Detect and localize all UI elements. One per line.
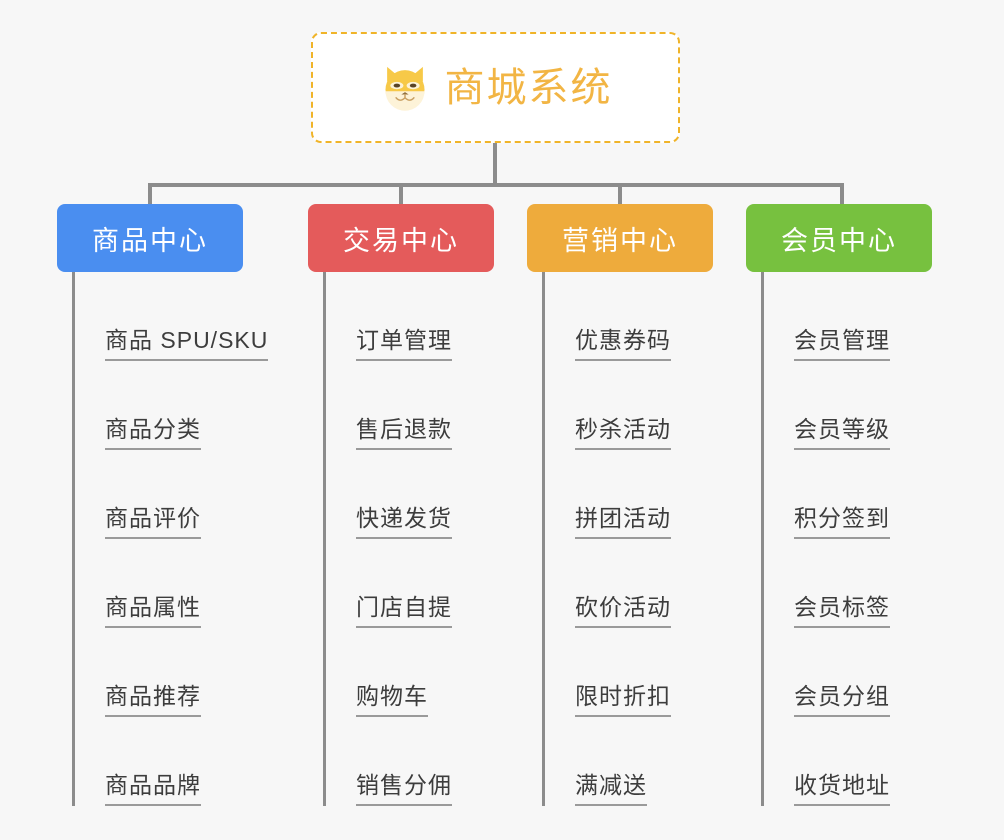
leaf-label: 会员管理 (794, 327, 890, 361)
leaf-item[interactable]: 会员标签 (764, 539, 932, 628)
leaf-label: 会员等级 (794, 416, 890, 450)
branch-label-3: 会员中心 (781, 225, 897, 256)
connector-drop-4 (840, 183, 844, 206)
leaf-label: 商品品牌 (105, 772, 201, 806)
branch-column-商品中心: 商品中心 商品 SPU/SKU 商品分类 商品评价 商品属性 商品推荐 商品品牌 (57, 204, 269, 806)
branch-label-1: 交易中心 (343, 225, 459, 256)
leaf-item[interactable]: 砍价活动 (545, 539, 713, 628)
leaf-item[interactable]: 商品品牌 (75, 717, 268, 806)
leaf-label: 收货地址 (794, 772, 890, 806)
leaf-label: 销售分佣 (356, 772, 452, 806)
leaf-label: 门店自提 (356, 594, 452, 628)
leaf-label: 拼团活动 (575, 505, 671, 539)
leaf-item[interactable]: 秒杀活动 (545, 361, 713, 450)
leaf-label: 优惠券码 (575, 327, 671, 361)
leaf-item[interactable]: 商品推荐 (75, 628, 268, 717)
connector-drop-1 (148, 183, 152, 206)
branch-leaf-list-3: 会员管理 会员等级 积分签到 会员标签 会员分组 收货地址 (761, 272, 932, 806)
leaf-label: 商品评价 (105, 505, 201, 539)
leaf-label: 会员标签 (794, 594, 890, 628)
leaf-item[interactable]: 商品属性 (75, 539, 268, 628)
leaf-label: 秒杀活动 (575, 416, 671, 450)
branch-column-会员中心: 会员中心 会员管理 会员等级 积分签到 会员标签 会员分组 收货地址 (746, 204, 932, 806)
branch-column-交易中心: 交易中心 订单管理 售后退款 快递发货 门店自提 购物车 销售分佣 (308, 204, 494, 806)
leaf-item[interactable]: 会员分组 (764, 628, 932, 717)
leaf-item[interactable]: 快递发货 (326, 450, 494, 539)
root-title: 商城系统 (444, 65, 613, 110)
branch-leaf-list-1: 订单管理 售后退款 快递发货 门店自提 购物车 销售分佣 (323, 272, 494, 806)
leaf-label: 商品推荐 (105, 683, 201, 717)
connector-root-stem (493, 143, 497, 185)
leaf-label: 积分签到 (794, 505, 890, 539)
leaf-label: 商品 SPU/SKU (105, 327, 269, 361)
branch-column-营销中心: 营销中心 优惠券码 秒杀活动 拼团活动 砍价活动 限时折扣 满减送 (527, 204, 713, 806)
leaf-label: 购物车 (356, 683, 428, 717)
leaf-label: 商品分类 (105, 416, 201, 450)
leaf-item[interactable]: 商品评价 (75, 450, 268, 539)
leaf-label: 售后退款 (356, 416, 452, 450)
shiba-dog-face-icon (385, 66, 424, 111)
branch-leaf-list-0: 商品 SPU/SKU 商品分类 商品评价 商品属性 商品推荐 商品品牌 (72, 272, 269, 806)
connector-drop-3 (618, 183, 622, 206)
leaf-item[interactable]: 门店自提 (326, 539, 494, 628)
leaf-item[interactable]: 限时折扣 (545, 628, 713, 717)
leaf-item[interactable]: 满减送 (545, 717, 713, 806)
branch-label-2: 营销中心 (562, 225, 678, 256)
connector-drop-2 (399, 183, 403, 206)
leaf-item[interactable]: 拼团活动 (545, 450, 713, 539)
leaf-item[interactable]: 优惠券码 (545, 272, 713, 361)
leaf-label: 会员分组 (794, 683, 890, 717)
leaf-item[interactable]: 订单管理 (326, 272, 494, 361)
leaf-label: 限时折扣 (575, 683, 671, 717)
leaf-item[interactable]: 会员管理 (764, 272, 932, 361)
root-node[interactable]: 商城系统 (311, 32, 680, 143)
leaf-label: 订单管理 (356, 327, 452, 361)
leaf-label: 快递发货 (356, 505, 452, 539)
branch-header-1[interactable]: 交易中心 (308, 204, 494, 272)
leaf-item[interactable]: 销售分佣 (326, 717, 494, 806)
leaf-item[interactable]: 商品 SPU/SKU (75, 272, 269, 361)
leaf-item[interactable]: 商品分类 (75, 361, 268, 450)
leaf-item[interactable]: 积分签到 (764, 450, 932, 539)
leaf-label: 砍价活动 (575, 594, 671, 628)
leaf-label: 满减送 (575, 772, 647, 806)
leaf-item[interactable]: 收货地址 (764, 717, 932, 806)
leaf-item[interactable]: 购物车 (326, 628, 494, 717)
branch-header-2[interactable]: 营销中心 (527, 204, 713, 272)
leaf-item[interactable]: 售后退款 (326, 361, 494, 450)
leaf-item[interactable]: 会员等级 (764, 361, 932, 450)
branch-label-0: 商品中心 (92, 225, 208, 256)
branch-leaf-list-2: 优惠券码 秒杀活动 拼团活动 砍价活动 限时折扣 满减送 (542, 272, 713, 806)
branch-header-0[interactable]: 商品中心 (57, 204, 243, 272)
connector-horizontal-bus (148, 183, 844, 187)
branch-header-3[interactable]: 会员中心 (746, 204, 932, 272)
leaf-label: 商品属性 (105, 594, 201, 628)
